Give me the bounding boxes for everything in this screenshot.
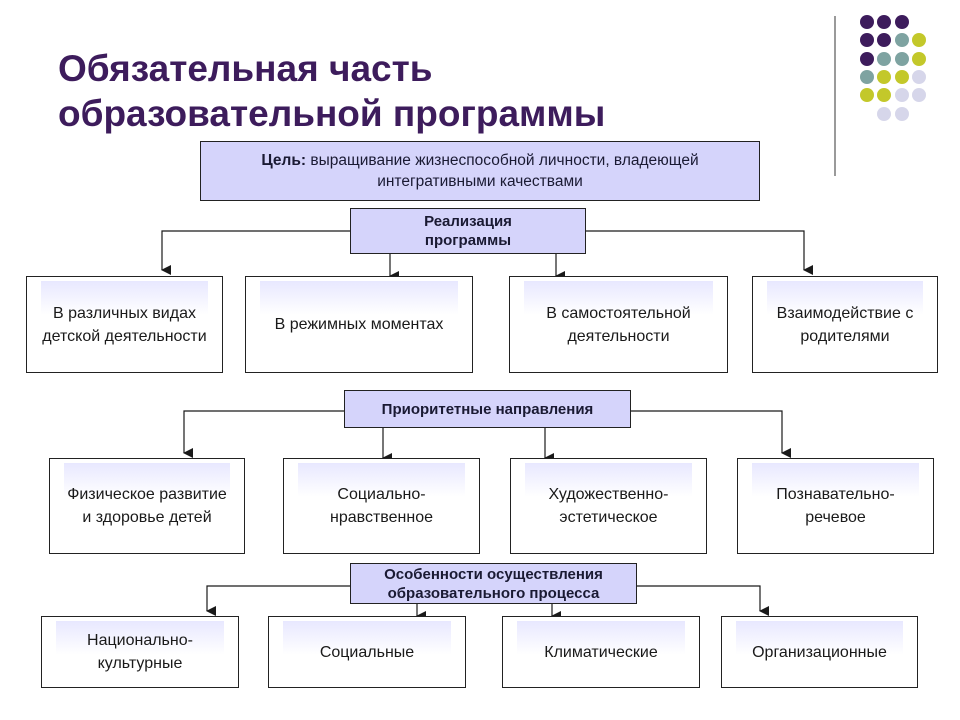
item-line1: Организационные <box>752 643 887 661</box>
implementation-header: Реализация программы <box>350 208 586 254</box>
feature-item: Организационные <box>721 616 918 688</box>
implementation-item: В самостоятельной деятельности <box>509 276 728 373</box>
feature-item: Социальные <box>268 616 466 688</box>
decor-dot <box>859 88 874 103</box>
item-line1: Познавательно- <box>776 486 895 503</box>
connector-s1-left <box>161 230 350 275</box>
decor-dot <box>877 88 891 103</box>
goal-box: Цель: выращивание жизнеспособной личност… <box>200 141 760 201</box>
decor-dot <box>912 33 926 48</box>
implementation-item: В различных видах детской деятельности <box>26 276 223 373</box>
feature-item: Климатические <box>502 616 700 688</box>
connector-s1-right <box>586 230 813 275</box>
item-line1: Социально- <box>337 486 426 503</box>
priorities-header: Приоритетные направления <box>344 390 631 428</box>
decor-dot <box>877 33 891 48</box>
item-line1: Национально- <box>87 632 193 649</box>
item-line1: Физическое развитие <box>67 486 227 503</box>
implementation-header-line2: программы <box>424 232 512 249</box>
priorities-header-text: Приоритетные направления <box>381 400 594 418</box>
item-line1: Социальные <box>319 643 415 661</box>
decor-dot <box>859 51 874 66</box>
item-line2: культурные <box>97 655 183 672</box>
decor-dot <box>859 15 874 29</box>
item-line2: нравственное <box>330 509 433 526</box>
decor-dot <box>912 51 926 66</box>
decor-dot <box>894 69 909 84</box>
features-header-line1: Особенности осуществления <box>384 565 603 583</box>
item-line2: и здоровье детей <box>82 509 212 526</box>
decor-dot <box>894 51 909 66</box>
goal-text-line1: выращивание жизнеспособной личности, вла… <box>310 152 699 169</box>
implementation-item: В режимных моментах <box>245 276 473 373</box>
item-line2: родителями <box>800 327 890 345</box>
decor-dot <box>894 15 909 29</box>
decor-dot <box>877 106 891 121</box>
item-line2: речевое <box>805 509 866 526</box>
item-line2: деятельности <box>567 327 670 345</box>
item-line2: эстетическое <box>559 509 658 526</box>
decor-dot <box>877 51 891 66</box>
priority-item: Физическое развитие и здоровье детей <box>49 458 245 554</box>
decor-dot <box>859 33 874 48</box>
connector-s3-right <box>637 585 769 616</box>
decor-vertical-line <box>834 16 836 176</box>
priority-item: Познавательно-речевое <box>737 458 934 554</box>
feature-item: Национально-культурные <box>41 616 239 688</box>
decor-dot <box>894 88 909 103</box>
slide-title-line1: Обязательная часть <box>58 48 433 89</box>
item-line1: В самостоятельной <box>546 304 691 322</box>
decor-dot <box>912 88 926 103</box>
decor-dot <box>894 106 909 121</box>
implementation-header-line1: Реализация <box>424 213 512 230</box>
connector-s3-left <box>206 585 350 616</box>
decor-dot <box>894 33 909 48</box>
item-line1: Художественно- <box>548 486 669 503</box>
implementation-item: Взаимодействие с родителями <box>752 276 938 373</box>
connector-s2-right <box>631 410 791 458</box>
connector-s2-left <box>183 410 344 458</box>
priority-item: Социально-нравственное <box>283 458 480 554</box>
slide-title-line2: образовательной программы <box>58 93 606 134</box>
goal-text-line2: интегративными качествами <box>377 173 583 190</box>
item-line1: Климатические <box>544 643 658 661</box>
priority-item: Художественно-эстетическое <box>510 458 707 554</box>
slide-title: Обязательная часть образовательной прогр… <box>58 46 778 136</box>
features-header-line2: образовательного процесса <box>387 584 600 602</box>
goal-label: Цель: <box>261 152 307 169</box>
features-header: Особенности осуществления образовательно… <box>350 563 637 604</box>
decor-dot <box>859 69 874 84</box>
item-line1: В различных видах <box>53 304 196 322</box>
item-line1: Взаимодействие с <box>776 304 914 322</box>
decor-dot <box>877 69 891 84</box>
item-line1: В режимных моментах <box>274 316 444 333</box>
decor-dot <box>912 69 926 84</box>
decor-dot <box>877 15 891 29</box>
item-line2: детской деятельности <box>42 327 207 345</box>
